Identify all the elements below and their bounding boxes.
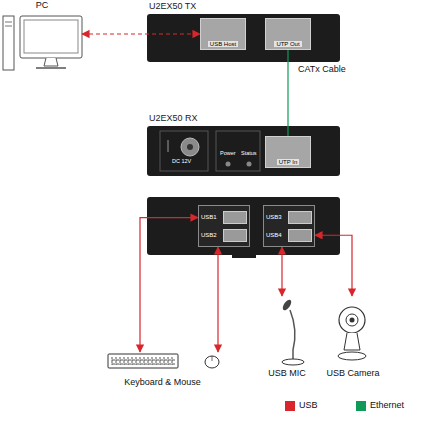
device-label: USB Camera — [326, 368, 379, 378]
cable-label: CATx Cable — [298, 64, 346, 74]
usb-host-port: USB Host — [200, 18, 246, 50]
camera-lens — [350, 318, 355, 323]
dc-frame — [160, 131, 208, 171]
unit-title: U2EX50 TX — [149, 1, 196, 11]
mouse-icon — [205, 356, 219, 368]
rx-back-housing — [147, 197, 340, 255]
panel-label: DC 12V — [172, 158, 191, 164]
dc-jack — [181, 138, 199, 156]
device-label: Keyboard & Mouse — [124, 377, 201, 387]
pc-node: PC — [0, 0, 84, 72]
led-frame — [216, 131, 260, 171]
usb-link — [140, 218, 198, 352]
dc-pin — [187, 144, 193, 150]
status-led — [247, 162, 252, 167]
device-label: USB MIC — [268, 368, 306, 378]
port-label: USB4 — [266, 232, 282, 238]
utp-out-port: UTP Out — [265, 18, 311, 50]
usb-link — [315, 235, 352, 296]
unit-title: U2EX50 RX — [149, 113, 198, 123]
port-label: USB1 — [201, 214, 217, 220]
tower-slot — [5, 26, 12, 27]
port-label: USB3 — [266, 214, 282, 220]
legend-swatch — [356, 401, 366, 411]
mic-base — [282, 359, 304, 365]
mic-stand — [290, 310, 295, 360]
usb-link — [281, 247, 282, 296]
usb-socket — [223, 229, 247, 242]
utp-in-port: UTP In — [265, 136, 311, 168]
panel-label: Status — [241, 150, 257, 156]
camera-ball — [339, 307, 365, 333]
usb-socket — [223, 211, 247, 224]
legend-text: Ethernet — [370, 400, 404, 410]
usb-port-pair: USB3USB4 — [263, 205, 315, 247]
polarity-mark — [168, 140, 169, 152]
port-label: USB Host — [208, 41, 238, 47]
keyboard-keys — [111, 357, 175, 365]
port-label: UTP Out — [274, 41, 301, 47]
monitor-screen — [24, 20, 78, 53]
power-led — [226, 162, 231, 167]
camera-device: USB Camera — [318, 296, 388, 378]
housing-tab — [232, 255, 256, 258]
rx-front-housing — [147, 126, 340, 176]
device-label: PC — [36, 0, 49, 10]
port-label: UTP In — [277, 159, 300, 165]
mic-device: USB MIC — [262, 296, 312, 378]
port-label: USB2 — [201, 232, 217, 238]
tx-housing — [147, 14, 340, 62]
port-row: USB1 — [201, 211, 247, 224]
port-row: USB2 — [201, 229, 247, 242]
port-row: USB4 — [266, 229, 312, 242]
mouse-button — [212, 356, 213, 361]
usb-link — [217, 247, 218, 352]
usb-link — [82, 33, 200, 34]
pc-tower — [3, 16, 14, 70]
mic-head — [281, 298, 293, 311]
usb-port-pair: USB1USB2 — [198, 205, 250, 247]
tx-unit: U2EX50 TXUSB HostUTP Out — [147, 14, 340, 62]
monitor-stand — [44, 58, 58, 66]
ethernet-cable — [287, 50, 288, 136]
panel-label: Power — [220, 150, 236, 156]
usb-socket — [288, 211, 312, 224]
camera-base — [338, 352, 366, 360]
monitor-base — [36, 67, 66, 69]
usb-socket — [288, 229, 312, 242]
keyboard-icon — [108, 354, 178, 368]
pc-monitor — [20, 16, 82, 58]
legend-text: USB — [299, 400, 318, 410]
camera-lens-ring — [346, 314, 358, 326]
port-row: USB3 — [266, 211, 312, 224]
camera-neck — [344, 333, 360, 350]
keyboard-mouse-device: Keyboard & Mouse — [100, 352, 225, 387]
legend-swatch — [285, 401, 295, 411]
tower-slot — [5, 22, 12, 23]
